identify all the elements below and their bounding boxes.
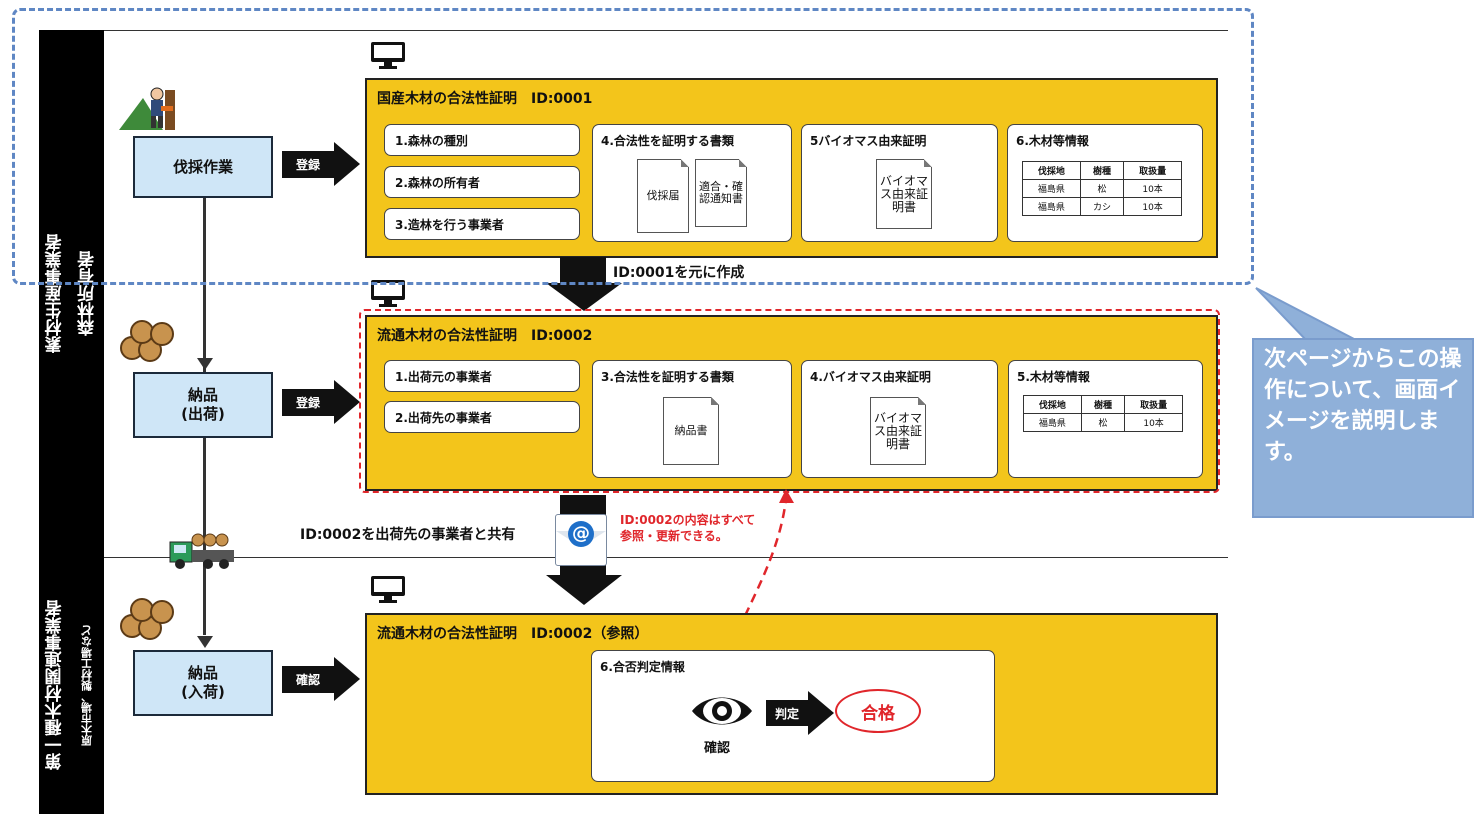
cert2-wood-panel: 5.木材等情報 伐採地 樹種 取扱量 福島県 松 10本 [1008,360,1203,478]
logs-icon-2 [120,596,180,640]
table-header-row: 伐採地 樹種 取扱量 [1022,161,1182,180]
table-row: 福島県 松 10本 [1022,179,1182,198]
register-arrow-1: 登録 [282,142,360,188]
confirm-label: 確認 [282,666,334,693]
table-cell: カシ [1079,197,1125,216]
truck-icon [169,533,234,569]
eye-label: 確認 [704,741,731,756]
table-cell: 福島県 [1022,197,1081,216]
cert2-wood-table: 伐採地 樹種 取扱量 福島県 松 10本 [1023,395,1183,432]
cert2-docs-title: 3.合法性を証明する書類 [601,370,734,384]
cert3-judge-title: 6.合否判定情報 [600,660,685,674]
red-note: ID:0002の内容はすべて 参照・更新できる。 [620,512,755,544]
monitor-icon-1 [371,42,405,69]
judge-arrow: 判定 [766,691,834,735]
callout-box: 次ページからこの操作について、画面イメージを説明します。 [1252,338,1474,518]
cert3-box: 流通木材の合法性証明 ID:0002（参照） 6.合否判定情報 確認 判定 合格 [365,613,1218,795]
upper-highlight [12,8,1254,285]
cert1-item-2: 2.森林の所有者 [384,166,580,198]
callout-pointer [1255,287,1357,341]
table-row: 福島県 カシ 10本 [1022,197,1182,216]
cert2-biomass-doc: バイオマス由来証明書 [870,397,926,465]
cert2-biomass-title: 4.バイオマス由来証明 [810,370,931,384]
cert1-item-1: 1.森林の種別 [384,124,580,156]
cert1-doc-b: 適合・確認通知書 [695,159,747,227]
create-note: ID:0001を元に作成 [613,265,745,281]
lane-top-line [104,30,1228,31]
cert1-wood-panel: 6.木材等情報 伐採地 樹種 取扱量 福島県 松 10本 福島県 カシ 10本 [1007,124,1203,242]
register-label-2: 登録 [282,389,334,416]
process-delivery-ship: 納品 (出荷) [133,372,273,438]
cert1-biomass-title: 5バイオマス由来証明 [810,134,927,148]
down-arrow-create [546,257,622,313]
cert1-item-3: 3.造林を行う事業者 [384,208,580,240]
monitor-icon-2 [371,280,405,307]
eye-icon [692,697,752,725]
flow-arrowhead-1 [197,358,213,370]
cert3-judge-panel: 6.合否判定情報 確認 判定 合格 [591,650,995,782]
table-cell: 福島県 [1023,413,1082,432]
cert1-doc-a: 伐採届 [637,159,689,233]
cert2-title: 流通木材の合法性証明 [377,328,517,344]
lane-divider-line [104,557,1228,558]
red-note-line2: 参照・更新できる。 [620,529,728,543]
process-felling: 伐採作業 [133,136,273,198]
judge-label: 判定 [766,700,808,726]
monitor-icon-3 [371,576,405,603]
logs-icon-1 [120,318,180,362]
register-arrow-2: 登録 [282,380,360,426]
process-felling-label: 伐採作業 [172,157,233,176]
cert2-title-row: 流通木材の合法性証明 ID:0002 [377,325,592,345]
cert3-title-row: 流通木材の合法性証明 ID:0002（参照） [377,623,648,643]
cert1-wood-table: 伐採地 樹種 取扱量 福島県 松 10本 福島県 カシ 10本 [1022,161,1182,216]
process-ship-line2: (出荷) [181,405,225,423]
cert2-docs-panel: 3.合法性を証明する書類 納品書 [592,360,792,478]
cert1-id: ID:0001 [531,91,593,107]
process-receive-line2: (入荷) [181,683,225,701]
cert1-title-row: 国産木材の合法性証明 ID:0001 [377,88,592,108]
cert1-title: 国産木材の合法性証明 [377,91,517,107]
table-cell: 松 [1080,413,1126,432]
cert2-highlight [359,309,1220,493]
cert1-docs-panel: 4.合法性を証明する書類 伐採届 適合・確認通知書 [592,124,792,242]
mail-at-symbol: @ [568,521,594,547]
cert3-title: 流通木材の合法性証明 [377,626,517,642]
flow-arrowhead-2 [197,636,213,648]
register-label-1: 登録 [282,151,334,178]
cert2-wood-title: 5.木材等情報 [1017,370,1090,384]
table-cell: 10本 [1123,197,1182,216]
red-note-line1: ID:0002の内容はすべて [620,513,756,527]
worker-icon [119,87,175,130]
cert2-item-2: 2.出荷先の事業者 [384,401,580,433]
lane-label-wood-business-examples: 原木市場、製材工場など [71,557,104,814]
process-receive-line1: 納品 [187,664,218,682]
cert1-biomass-doc: バイオマス由来証明書 [876,159,932,229]
cert2-id: ID:0002 [531,328,593,344]
table-row: 福島県 松 10本 [1023,413,1183,432]
cert3-id: ID:0002（参照） [531,626,649,642]
cert1-docs-title: 4.合法性を証明する書類 [601,134,734,148]
result-badge: 合格 [835,689,921,733]
cert1-biomass-panel: 5バイオマス由来証明 バイオマス由来証明書 [801,124,998,242]
lane-label-wood-business: 第一種木材関連事業者 [39,557,71,814]
confirm-arrow: 確認 [282,657,360,703]
cert1-box: 国産木材の合法性証明 ID:0001 1.森林の種別 2.森林の所有者 3.造林を… [365,78,1218,258]
cert2-doc-a: 納品書 [663,397,719,465]
table-cell: 10本 [1124,413,1183,432]
cert2-biomass-panel: 4.バイオマス由来証明 バイオマス由来証明書 [801,360,998,478]
share-note: ID:0002を出荷先の事業者と共有 [300,527,516,543]
cert2-box: 流通木材の合法性証明 ID:0002 1.出荷元の事業者 2.出荷先の事業者 3.… [365,315,1218,491]
process-ship-line1: 納品 [187,386,218,404]
mail-icon: @ [555,514,607,566]
cert1-wood-title: 6.木材等情報 [1016,134,1089,148]
cert2-item-1: 1.出荷元の事業者 [384,360,580,392]
process-delivery-receive: 納品 (入荷) [133,650,273,716]
